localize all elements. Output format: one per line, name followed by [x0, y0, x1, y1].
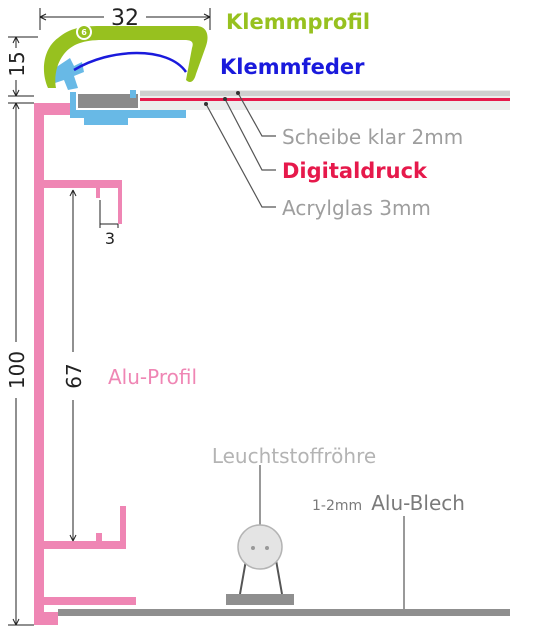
klemmprofil-badge-inner — [78, 26, 90, 38]
digitaldruck-layer — [140, 98, 510, 101]
leader-dot-acrylglas — [204, 102, 208, 106]
label-acrylglas: Acrylglas 3mm — [282, 196, 431, 220]
leader-dot-scheibe — [236, 91, 240, 95]
klemmfeder-shape — [73, 51, 188, 73]
badge-number: 6 — [81, 28, 87, 37]
label-aluprofil: Alu-Profil — [108, 365, 197, 389]
label-leuchtstoffroehre: Leuchtstoffröhre — [212, 444, 376, 468]
leader-dot-digitaldruck — [223, 97, 227, 101]
alu-profile-shape — [34, 103, 136, 625]
label-digitaldruck: Digitaldruck — [282, 159, 428, 183]
label-klemmfeder: Klemmfeder — [220, 55, 365, 79]
label-blech: 1-2mm Alu-Blech — [312, 491, 465, 515]
dim-height-inner: 67 — [62, 363, 86, 388]
klemmprofil-shape — [43, 26, 208, 88]
dimension-lines — [8, 8, 211, 626]
leuchtstoffroehre-shape — [226, 524, 294, 605]
dim-height-clamp: 15 — [5, 51, 29, 76]
alu-blech-shape — [58, 609, 510, 616]
dim-slot-width: 3 — [105, 229, 115, 248]
label-blech-main: Alu-Blech — [371, 491, 465, 515]
label-blech-prefix: 1-2mm — [312, 498, 362, 514]
scheibe-layer — [140, 91, 510, 96]
dim-width-top: 32 — [111, 6, 139, 31]
label-klemmprofil: Klemmprofil — [226, 10, 370, 34]
dim-height-total: 100 — [5, 351, 29, 389]
clip-base-shape — [50, 58, 186, 125]
leader-lines — [205, 92, 405, 612]
label-scheibe: Scheibe klar 2mm — [282, 125, 463, 149]
